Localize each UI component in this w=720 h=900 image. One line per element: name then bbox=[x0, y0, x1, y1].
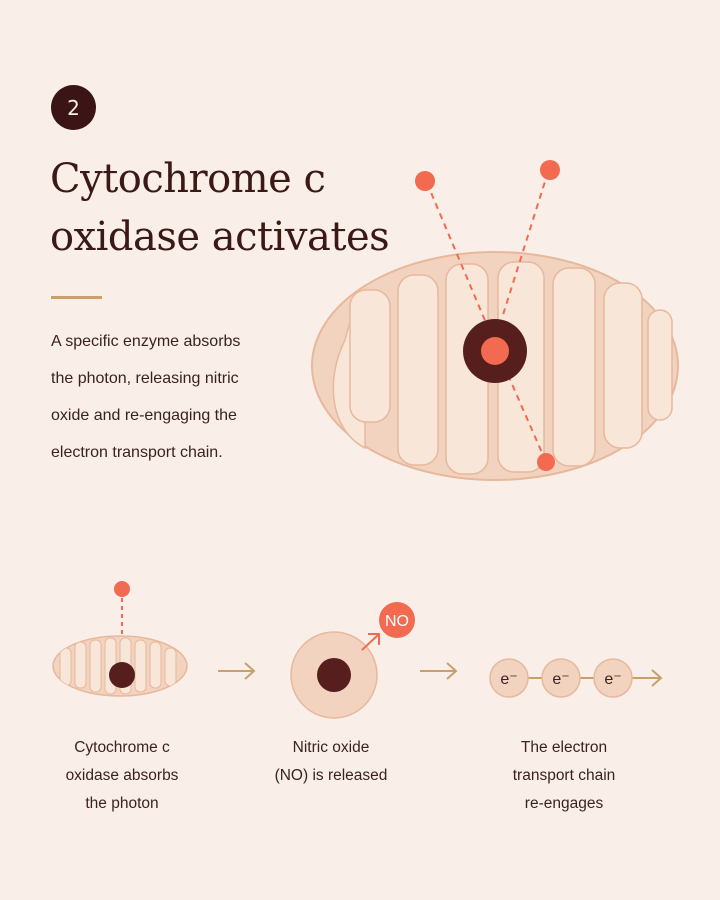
photon-mini bbox=[114, 581, 130, 597]
nitric-oxide-bubble bbox=[379, 602, 415, 638]
photon-incoming-left bbox=[415, 171, 435, 191]
step-3-caption-line-3: re-engages bbox=[524, 795, 604, 812]
description-line-3: oxide and re-engaging the bbox=[51, 407, 237, 424]
photon-paths bbox=[426, 171, 549, 456]
photon-incoming-right bbox=[540, 160, 560, 180]
step-1-caption-line-1: Cytochrome c bbox=[74, 739, 170, 756]
photon-exiting bbox=[537, 453, 555, 471]
step-2-caption-line-1: Nitric oxide bbox=[292, 739, 370, 756]
nitric-oxide-label: NO bbox=[385, 613, 409, 630]
description-line-1: A specific enzyme absorbs bbox=[51, 333, 241, 350]
page-title: Cytochrome c oxidase activates bbox=[50, 150, 390, 266]
step-2-icon: NO bbox=[290, 602, 415, 719]
electron-2: e⁻ bbox=[541, 658, 581, 698]
step-3-caption: The electron transport chain re-engages bbox=[464, 734, 664, 818]
title-line-1: Cytochrome c bbox=[50, 156, 326, 202]
step-1-caption-line-3: the photon bbox=[85, 795, 159, 812]
description-line-4: electron transport chain. bbox=[51, 444, 223, 461]
svg-text:e⁻: e⁻ bbox=[500, 671, 517, 688]
description: A specific enzyme absorbs the photon, re… bbox=[51, 323, 301, 471]
step-number-badge: 2 bbox=[51, 85, 96, 130]
step-3-caption-line-2: transport chain bbox=[512, 767, 616, 784]
step-3-icon: e⁻ e⁻ e⁻ bbox=[489, 658, 663, 698]
step-2-caption: Nitric oxide (NO) is released bbox=[231, 734, 431, 790]
step-arrow-2 bbox=[420, 662, 458, 680]
accent-divider bbox=[51, 296, 102, 299]
step-3-caption-line-1: The electron bbox=[520, 739, 608, 756]
step-2-caption-line-2: (NO) is released bbox=[274, 767, 388, 784]
electron-1: e⁻ bbox=[489, 658, 529, 698]
step-1-icon bbox=[52, 581, 188, 697]
svg-text:e⁻: e⁻ bbox=[604, 671, 621, 688]
step-1-caption-line-2: oxidase absorbs bbox=[65, 767, 179, 784]
title-line-2: oxidase activates bbox=[50, 214, 390, 260]
enzyme-cytochrome-c-oxidase bbox=[463, 319, 527, 383]
electron-3: e⁻ bbox=[593, 658, 633, 698]
svg-text:e⁻: e⁻ bbox=[552, 671, 569, 688]
mitochondrion-large bbox=[311, 251, 679, 481]
description-line-2: the photon, releasing nitric bbox=[51, 370, 239, 387]
step-arrow-1 bbox=[218, 662, 256, 680]
step-1-caption: Cytochrome c oxidase absorbs the photon bbox=[22, 734, 222, 818]
